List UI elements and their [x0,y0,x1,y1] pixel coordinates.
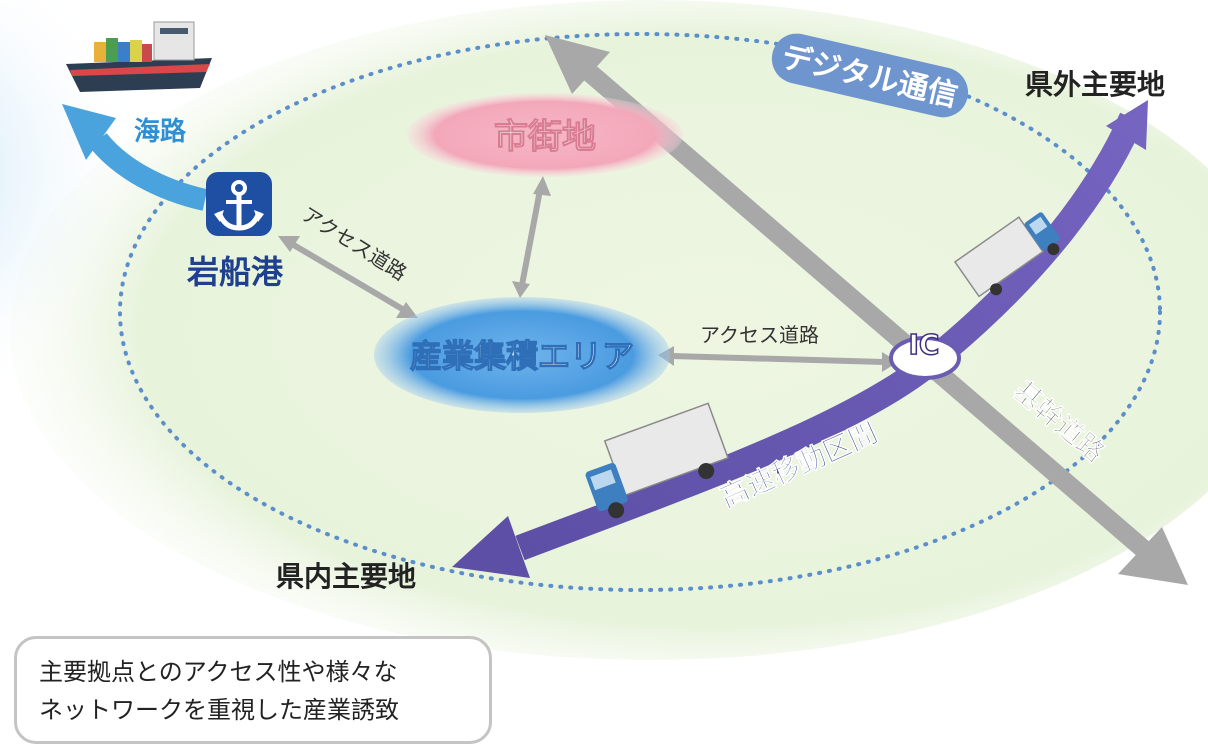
city-industrial-arrow [512,176,551,298]
caption-box: 主要拠点とのアクセス性や様々な ネットワークを重視した産業誘致 [14,636,492,744]
inner-destination-label: 県内主要地 [276,560,416,593]
industrial-area-label: 産業集積エリア [410,337,634,375]
port-label: 岩船港 [187,253,284,291]
port-anchor-icon [206,172,272,236]
industrial-area-zone [374,297,670,413]
dotted-network-ring [118,32,1162,592]
city-zone [407,93,683,177]
access-road-ic-label: アクセス道路 [700,323,819,347]
truck-icon-upper [953,212,1060,298]
caption-line-1: 主要拠点とのアクセス性や様々な [39,658,398,686]
sea-route-arrow [62,104,208,211]
city-label: 市街地 [494,117,596,157]
truck-icon-lower [585,402,729,519]
interchange-label: IC [909,328,940,361]
cargo-ship-icon [66,21,212,92]
access-road-arrow-port [278,236,418,318]
caption-line-2: ネットワークを重視した産業誘致 [39,696,399,724]
outer-destination-label: 県外主要地 [1025,68,1165,101]
sea-route-label: 海路 [134,116,187,147]
interchange-node [889,336,961,380]
